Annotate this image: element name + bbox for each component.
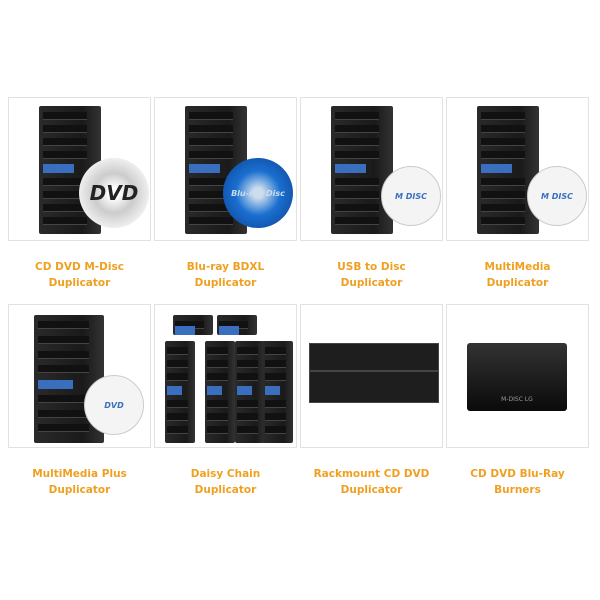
product-image[interactable]: M-DISC LG [446, 304, 589, 448]
product-label-line1[interactable]: Rackmount CD DVD [313, 468, 430, 480]
duplicator-tower [217, 315, 257, 335]
product-label[interactable]: Blu-ray BDXL Duplicator [154, 259, 297, 291]
external-burner: M-DISC LG [467, 343, 567, 411]
duplicator-tower [173, 315, 213, 335]
product-label-line2[interactable]: Duplicator [486, 277, 549, 289]
duplicator-tower [331, 106, 393, 234]
product-image[interactable]: M DISC [446, 97, 589, 241]
rackmount-unit [309, 371, 439, 403]
product-label-line2[interactable]: Duplicator [48, 484, 111, 496]
product-label-line1[interactable]: Daisy Chain [190, 468, 261, 480]
product-label-line1[interactable]: CD DVD Blu-Ray [470, 468, 565, 480]
duplicator-tower [477, 106, 539, 234]
rackmount-unit [309, 343, 439, 371]
product-label-line2[interactable]: Burners [494, 484, 541, 496]
mdisc-icon: M DISC [527, 166, 587, 226]
product-label-line1[interactable]: USB to Disc [337, 261, 406, 273]
product-label-line2[interactable]: Duplicator [340, 484, 403, 496]
burner-logo: M-DISC LG [501, 396, 533, 403]
duplicator-tower [205, 341, 235, 443]
product-label-line1[interactable]: MultiMedia Plus [32, 468, 127, 480]
product-card[interactable]: Rackmount CD DVD Duplicator [300, 304, 443, 498]
product-label-line2[interactable]: Duplicator [48, 277, 111, 289]
product-label-line2[interactable]: Duplicator [194, 484, 257, 496]
product-label-line1[interactable]: CD DVD M-Disc [35, 261, 124, 273]
duplicator-tower [165, 341, 195, 443]
bluray-disc-icon: Blu-ray Disc [223, 158, 293, 228]
duplicator-tower [235, 341, 265, 443]
product-image[interactable]: M DISC [300, 97, 443, 241]
product-image[interactable] [300, 304, 443, 448]
dvd-disc-icon: DVD [79, 158, 149, 228]
product-image[interactable]: Blu-ray Disc [154, 97, 297, 241]
product-label[interactable]: Rackmount CD DVD Duplicator [300, 466, 443, 498]
product-image[interactable]: DVD [8, 304, 151, 448]
product-label-line1[interactable]: MultiMedia [484, 261, 551, 273]
product-image[interactable]: DVD [8, 97, 151, 241]
mdisc-icon: DVD [84, 375, 144, 435]
duplicator-tower [263, 341, 293, 443]
product-image[interactable] [154, 304, 297, 448]
product-label-line2[interactable]: Duplicator [194, 277, 257, 289]
product-label-line1[interactable]: Blu-ray BDXL [186, 261, 265, 273]
product-label-line2[interactable]: Duplicator [340, 277, 403, 289]
mdisc-icon: M DISC [381, 166, 441, 226]
